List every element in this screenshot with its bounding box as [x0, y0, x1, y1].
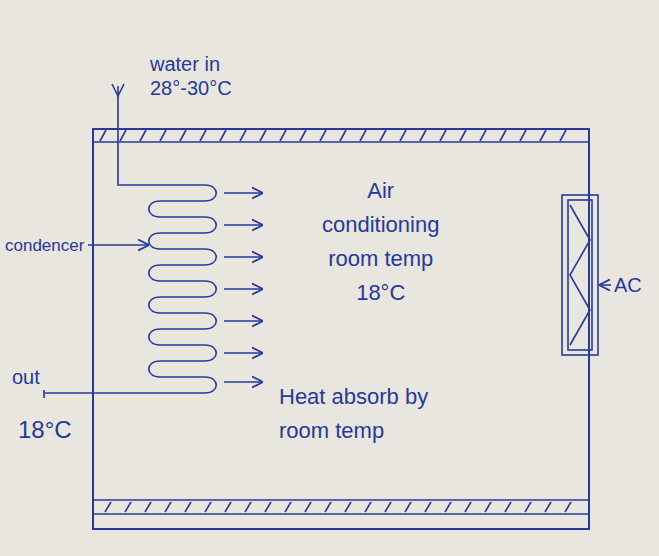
heat-arrow [224, 320, 262, 322]
heat-arrow [224, 256, 262, 258]
heat-arrow [224, 288, 262, 290]
wall-line [92, 513, 590, 515]
wall-line [92, 499, 590, 501]
wall-hatch [105, 502, 571, 512]
heat-arrow [224, 192, 262, 194]
ac-grille [570, 205, 590, 345]
callout-label: condencer [5, 234, 84, 258]
room-note: Heat absorb by room temp [279, 380, 429, 448]
leader-arrow [600, 284, 611, 286]
wall-line [92, 141, 590, 143]
heat-arrow [224, 224, 262, 226]
callout-label: out [12, 365, 40, 389]
heat-arrow [224, 352, 262, 354]
ac-unit [562, 195, 598, 355]
outlet-tick [43, 390, 45, 398]
callout-label: 18°C [18, 418, 72, 442]
heat-arrow [224, 381, 262, 383]
callout-label: water in 28°-30°C [150, 52, 270, 100]
leader-arrow [88, 244, 148, 246]
room-note: Air conditioning room temp 18°C [322, 174, 439, 310]
room-outline: Air conditioning room temp 18°C Heat abso… [92, 128, 590, 530]
wall-hatch [100, 130, 566, 141]
callout-label: AC [614, 273, 642, 297]
